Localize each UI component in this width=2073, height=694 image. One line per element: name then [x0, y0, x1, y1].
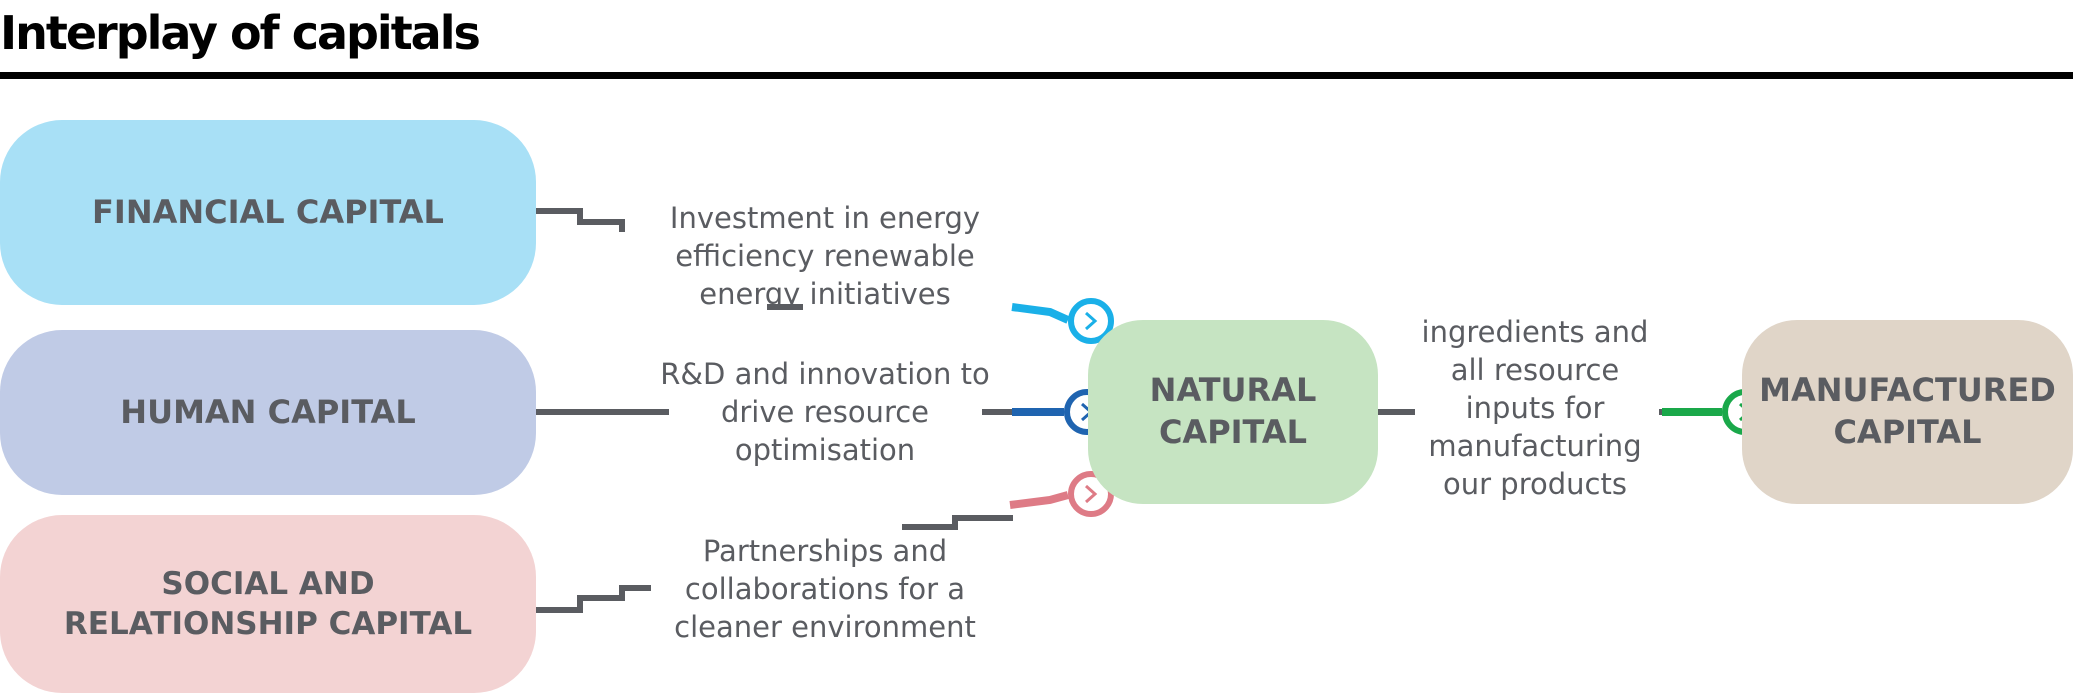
natural-capital-label: NATURAL CAPITAL [1149, 371, 1317, 451]
social-capital-box: SOCIAL AND RELATIONSHIP CAPITAL [0, 515, 536, 693]
social-capital-label: SOCIAL AND RELATIONSHIP CAPITAL [63, 565, 473, 642]
financial-capital-box: FINANCIAL CAPITAL [0, 120, 536, 305]
connector-social-tail [902, 515, 1013, 530]
human-capital-label: HUMAN CAPITAL [120, 392, 416, 431]
arrow-financial [1011, 298, 1114, 344]
flow-text-social: Partnerships and collaborations for a cl… [674, 534, 976, 644]
arrow-social [1009, 471, 1114, 517]
flow-text-human: R&D and innovation to drive resource opt… [660, 357, 990, 467]
natural-capital-box: NATURAL CAPITAL [1088, 320, 1378, 504]
manufactured-capital-label: MANUFACTURED CAPITAL [1759, 371, 2056, 451]
manufactured-capital-box: MANUFACTURED CAPITAL [1742, 320, 2073, 504]
flow-text-financial: Investment in energy efficiency renewabl… [669, 201, 981, 311]
flow-text-natural: ingredients and all resource inputs for … [1421, 315, 1649, 501]
page-title: Interplay of capitals [0, 6, 481, 60]
financial-capital-label: FINANCIAL CAPITAL [92, 192, 444, 231]
connector-social [533, 585, 651, 613]
connector-financial [533, 208, 625, 232]
chevron-right-icon [1085, 311, 1098, 331]
human-capital-box: HUMAN CAPITAL [0, 330, 536, 495]
chevron-right-icon [1085, 484, 1098, 504]
title-divider [0, 72, 2073, 79]
